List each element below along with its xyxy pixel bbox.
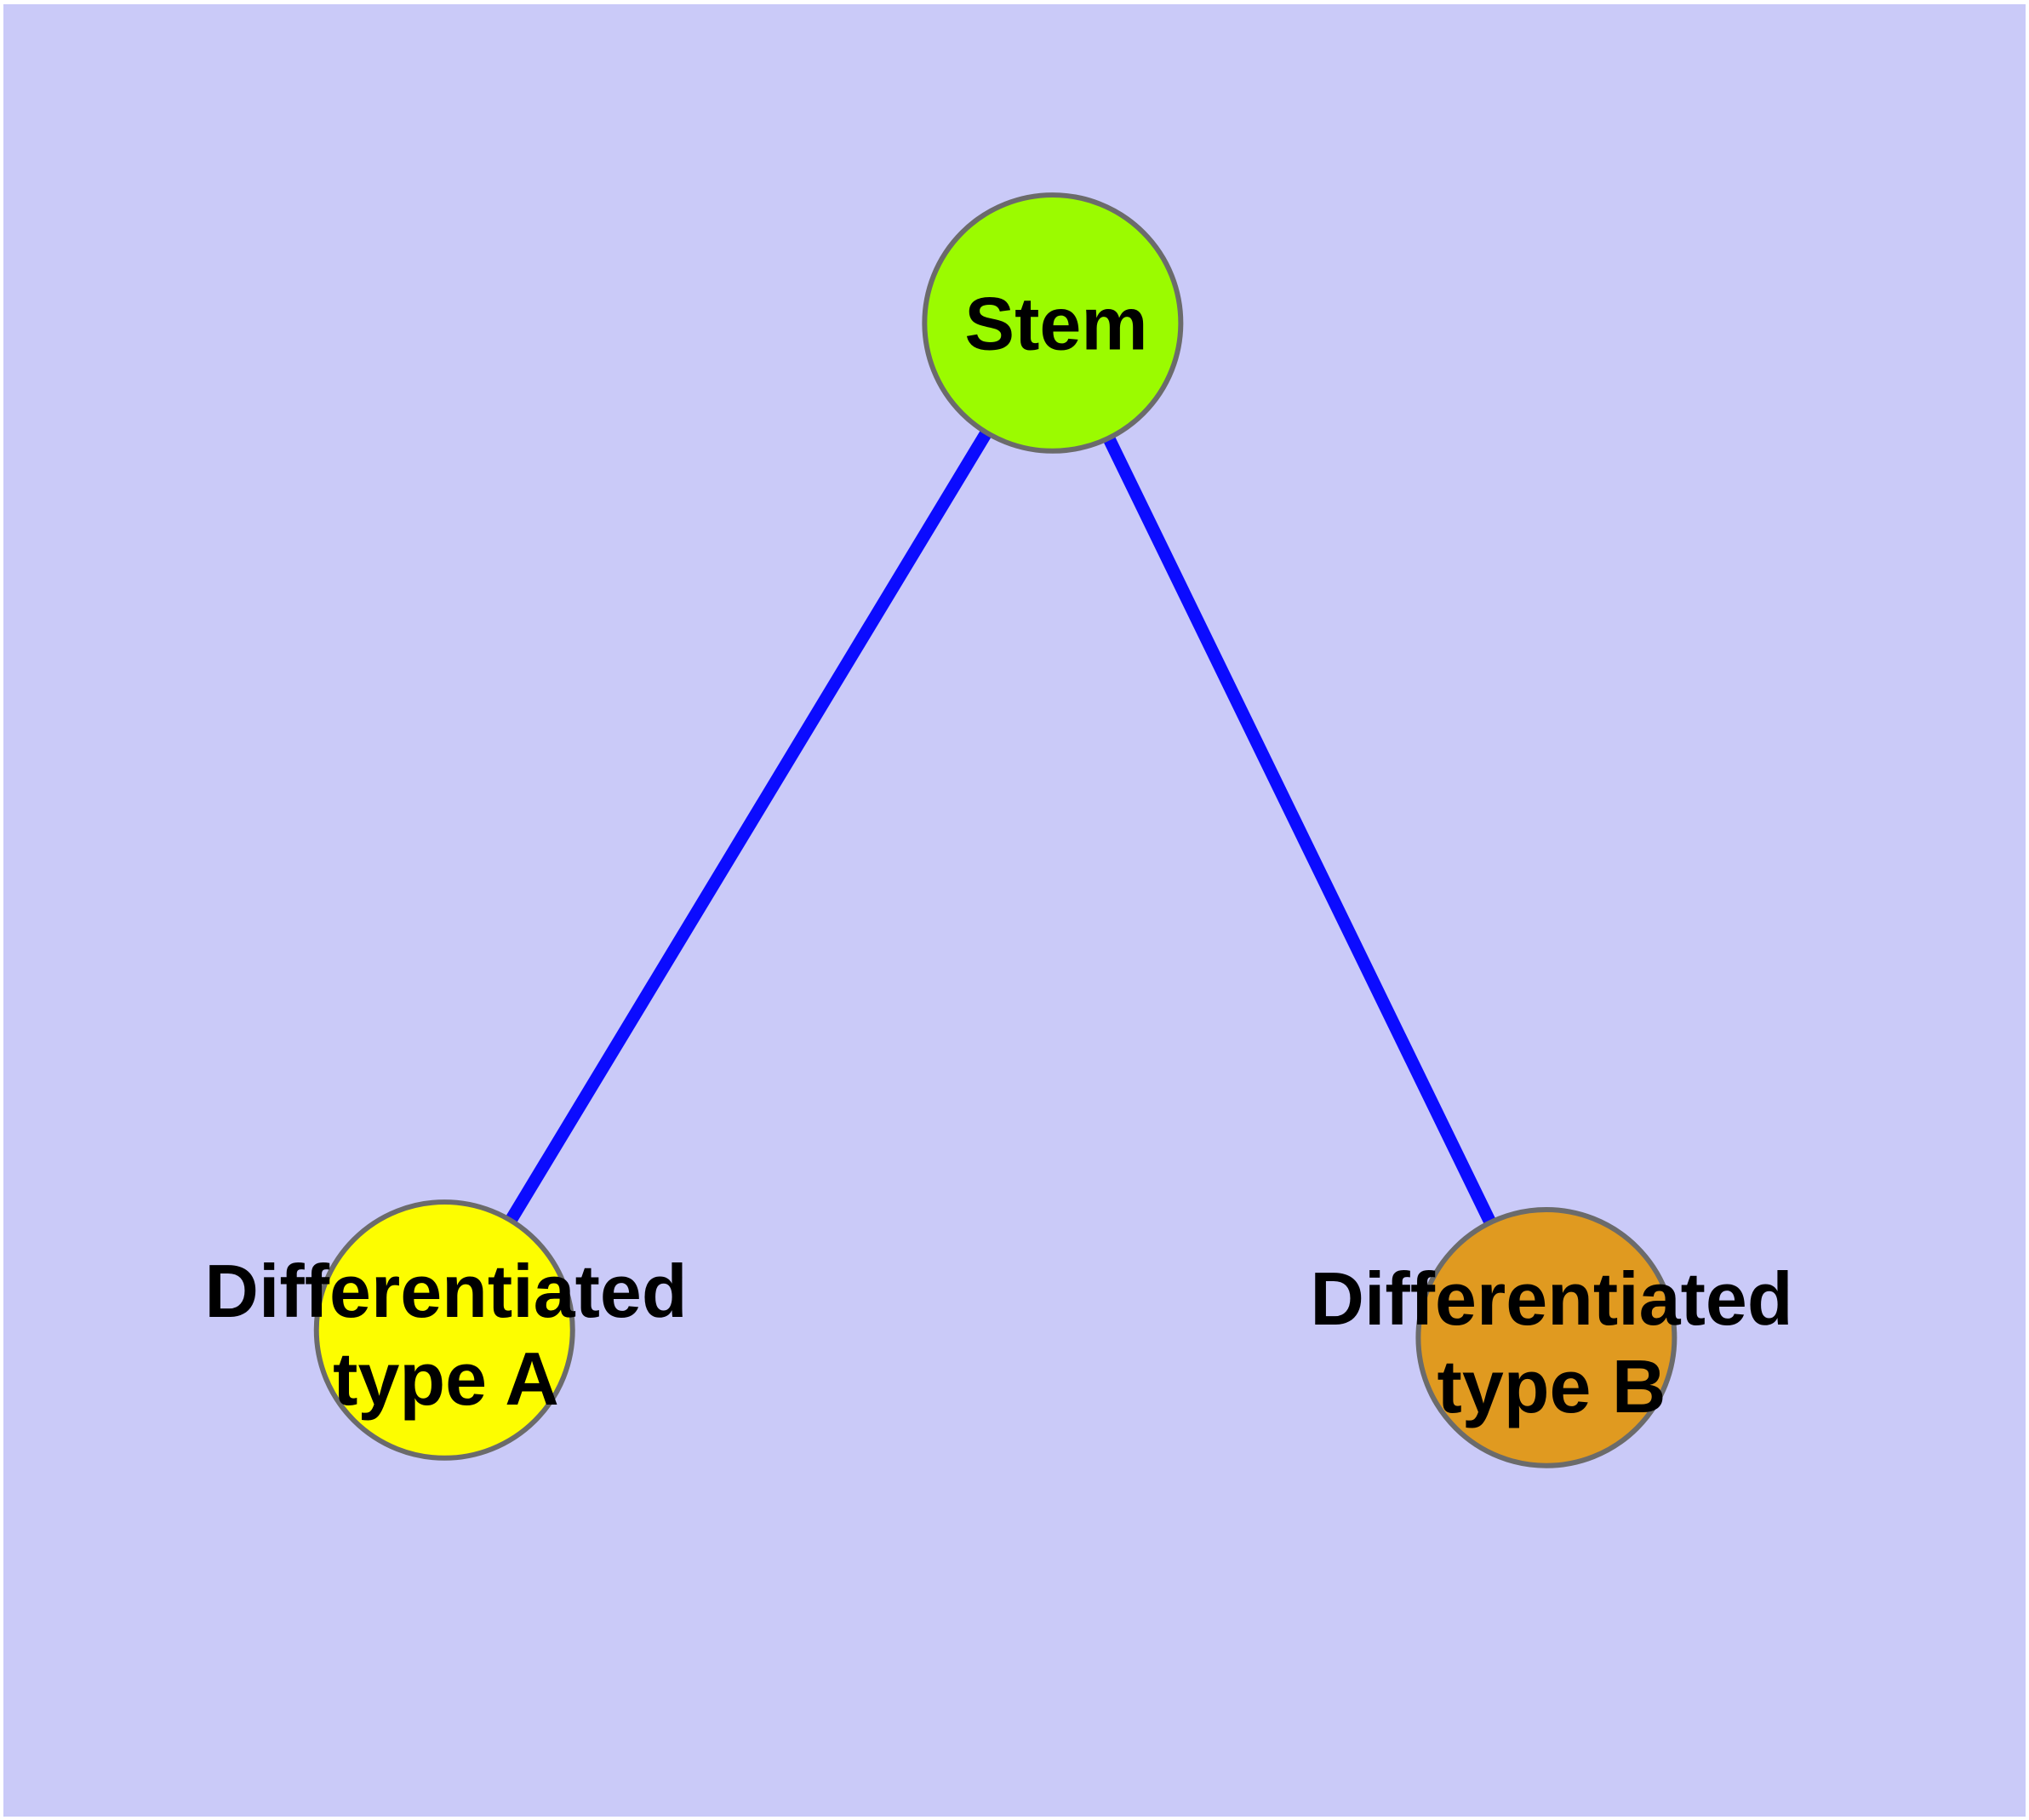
graph-plot-background: Stem Differentiated type A Differentiate… [3, 4, 2026, 1817]
node-circle-diff-b [1415, 1207, 1677, 1468]
graph-canvas [313, 192, 1677, 1468]
node-circle-stem [922, 192, 1184, 454]
edge-stem-to-diff-b [1047, 320, 1552, 1341]
node-label-differentiated-type-a: Differentiated type A [204, 1249, 688, 1421]
edge-stem-to-diff-a [438, 319, 1059, 1334]
node-label-stem: Stem [964, 281, 1148, 366]
node-circle-diff-a [313, 1199, 575, 1461]
node-label-differentiated-type-b: Differentiated type B [1310, 1256, 1793, 1428]
